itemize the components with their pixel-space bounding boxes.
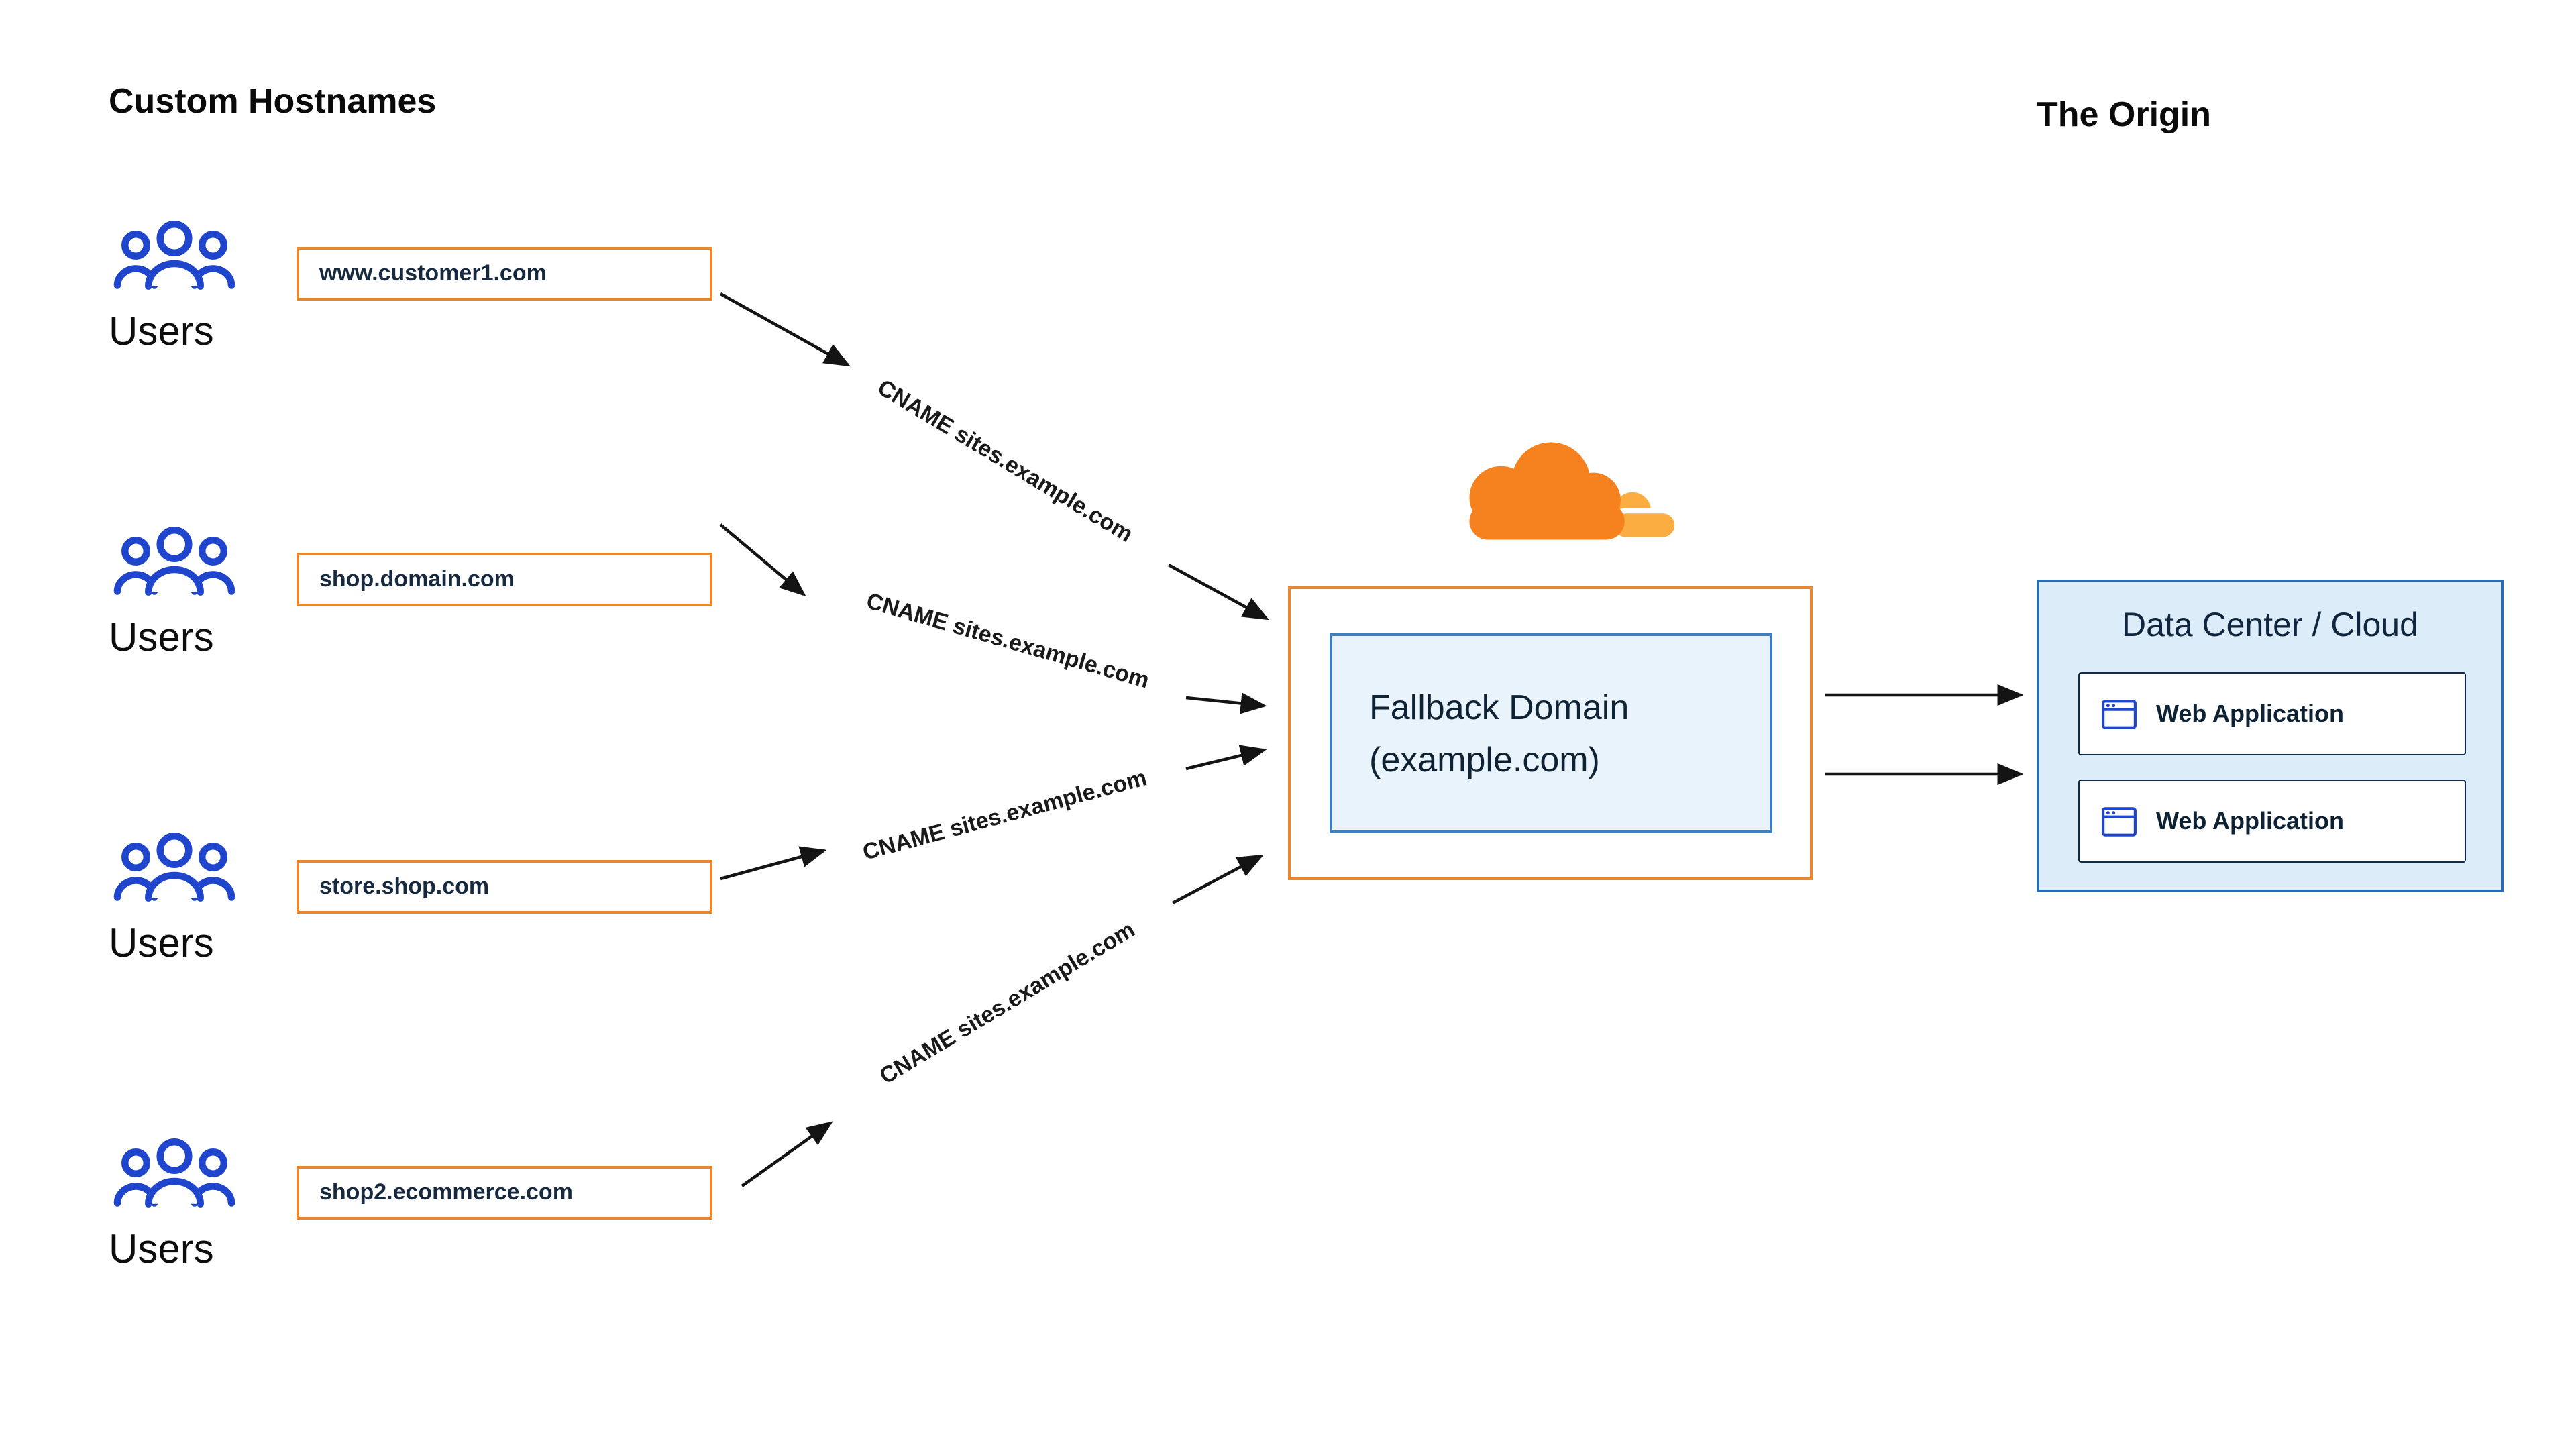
arrow-host3-lead xyxy=(720,846,827,881)
fallback-domain-line1: Fallback Domain xyxy=(1369,686,1629,727)
hostname-box: store.shop.com xyxy=(297,860,712,914)
users-icon xyxy=(113,1138,235,1208)
browser-window-icon xyxy=(2102,699,2137,729)
hostname-text: shop.domain.com xyxy=(319,566,515,592)
arrow-host4-into-cloudflare xyxy=(1171,854,1265,905)
web-application-label: Web Application xyxy=(2156,807,2345,834)
hostname-box: www.customer1.com xyxy=(297,247,712,301)
arrow-host1-lead xyxy=(719,292,851,367)
cname-label: CNAME sites.example.com xyxy=(863,588,1152,694)
users-label: Users xyxy=(109,1228,214,1272)
origin-heading: The Origin xyxy=(2037,94,2211,134)
fallback-domain-box: Fallback Domain (example.com) xyxy=(1329,633,1772,833)
hostname-text: www.customer1.com xyxy=(319,260,547,286)
hostname-text: shop2.ecommerce.com xyxy=(319,1179,573,1205)
cname-label: CNAME sites.example.com xyxy=(860,765,1150,865)
users-label: Users xyxy=(109,310,214,354)
cname-label: CNAME sites.example.com xyxy=(873,374,1138,547)
data-center-title: Data Center / Cloud xyxy=(2122,606,2418,644)
fallback-domain-line2: (example.com) xyxy=(1369,739,1600,779)
fallback-outer-box: Fallback Domain (example.com) xyxy=(1288,586,1813,880)
cloudflare-logo-icon xyxy=(1469,442,1680,543)
web-application-label: Web Application xyxy=(2156,700,2345,727)
arrow-host3-into-cloudflare xyxy=(1185,745,1267,771)
arrow-host2-lead xyxy=(719,523,806,596)
arrow-host4-lead xyxy=(741,1121,833,1187)
arrow-host2-into-cloudflare xyxy=(1185,692,1267,714)
cname-label: CNAME sites.example.com xyxy=(875,916,1140,1089)
arrow-host1-into-cloudflare xyxy=(1167,563,1270,621)
custom-hostnames-heading: Custom Hostnames xyxy=(109,80,437,121)
users-label: Users xyxy=(109,922,214,966)
data-center-box: Data Center / Cloud Web Application xyxy=(2037,580,2504,892)
hostname-box: shop2.ecommerce.com xyxy=(297,1166,712,1220)
hostname-text: store.shop.com xyxy=(319,873,490,899)
users-icon xyxy=(113,527,235,596)
users-icon xyxy=(113,221,235,290)
users-icon xyxy=(113,833,235,902)
web-application-card: Web Application xyxy=(2078,780,2466,863)
browser-window-icon xyxy=(2102,806,2137,836)
web-application-card: Web Application xyxy=(2078,672,2466,755)
hostname-box: shop.domain.com xyxy=(297,553,712,606)
users-label: Users xyxy=(109,616,214,660)
